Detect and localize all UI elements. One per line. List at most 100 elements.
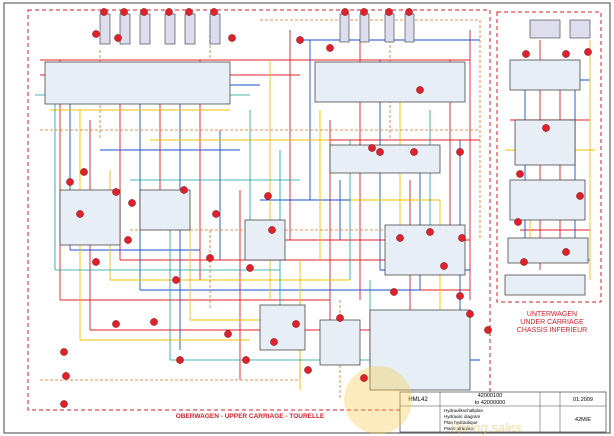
component-marker xyxy=(92,30,100,38)
component-marker xyxy=(542,124,550,132)
title-desc-1: Hydraulikschaltplan xyxy=(444,408,484,413)
component-marker xyxy=(180,186,188,194)
axle-cylinder-block xyxy=(509,179,586,221)
component-marker xyxy=(396,234,404,242)
title-serial-2: to 42000000 xyxy=(475,400,506,406)
component-marker xyxy=(326,44,334,52)
component-marker xyxy=(60,348,68,356)
component-marker xyxy=(270,338,278,346)
watermark-badge xyxy=(344,366,412,434)
component-marker xyxy=(120,8,128,16)
component-marker xyxy=(456,292,464,300)
component-marker xyxy=(114,34,122,42)
component-marker xyxy=(385,8,393,16)
component-marker xyxy=(562,248,570,256)
component-marker xyxy=(410,148,418,156)
title-date: 01.2009 xyxy=(573,397,593,403)
component-marker xyxy=(426,228,434,236)
component-marker xyxy=(212,210,220,218)
component-marker xyxy=(466,310,474,318)
upper-carriage-label: OBERWAGEN - UPPER CARRIAGE - TOURELLE xyxy=(176,413,325,420)
component-marker xyxy=(176,356,184,364)
component-marker xyxy=(376,148,384,156)
component-marker xyxy=(368,144,376,152)
component-marker xyxy=(562,50,570,58)
component-marker xyxy=(514,218,522,226)
component-marker xyxy=(80,168,88,176)
component-marker xyxy=(62,372,70,380)
component-marker xyxy=(206,254,214,262)
component-marker xyxy=(228,34,236,42)
component-marker xyxy=(224,330,232,338)
component-marker xyxy=(360,374,368,382)
outrigger-valve-block xyxy=(259,304,306,351)
component-marker xyxy=(185,8,193,16)
component-marker xyxy=(60,400,68,408)
component-marker xyxy=(100,8,108,16)
component-marker xyxy=(584,48,592,56)
pressure-filter xyxy=(139,189,191,231)
component-marker xyxy=(520,258,528,266)
tank-and-cooler xyxy=(369,309,471,391)
upper-carriage-border xyxy=(27,9,491,411)
title-serial-1: 42000100 xyxy=(478,393,502,399)
component-marker xyxy=(150,318,158,326)
component-marker xyxy=(360,8,368,16)
title-desc-4: Piano idraulico xyxy=(444,426,474,431)
undercarriage-valve-block xyxy=(507,237,589,264)
title-desc-2: Hydraulic diagram xyxy=(444,414,481,419)
component-marker xyxy=(516,170,524,178)
title-model: HML42 xyxy=(408,397,428,403)
outrigger-cylinders xyxy=(504,274,586,296)
main-control-valve-block xyxy=(44,61,231,105)
component-marker xyxy=(112,320,120,328)
component-marker xyxy=(296,36,304,44)
drawing-frame xyxy=(3,2,611,434)
component-marker xyxy=(484,326,492,334)
title-desc-3: Plan hydraulique xyxy=(444,420,478,425)
component-marker xyxy=(405,8,413,16)
component-marker xyxy=(341,8,349,16)
accumulator-block xyxy=(244,219,286,261)
title-sheet: 42M/E xyxy=(575,417,591,423)
component-marker xyxy=(172,276,180,284)
component-marker xyxy=(576,192,584,200)
title-block: HML42 42000100 to 42000000 01.2009 42M/E… xyxy=(399,391,607,433)
component-marker xyxy=(124,236,132,244)
component-marker xyxy=(242,356,250,364)
component-marker xyxy=(416,86,424,94)
component-marker xyxy=(456,148,464,156)
undercarriage-label-2: UNDER CARRIAGE xyxy=(520,319,584,326)
component-marker xyxy=(66,178,74,186)
component-marker xyxy=(165,8,173,16)
component-marker xyxy=(390,288,398,296)
boom-cylinders xyxy=(99,13,591,45)
component-marker xyxy=(304,366,312,374)
component-marker xyxy=(458,234,466,242)
component-marker xyxy=(128,199,136,207)
hydraulic-components xyxy=(44,59,589,391)
component-marker xyxy=(210,8,218,16)
component-marker xyxy=(264,192,272,200)
steering-valve-block xyxy=(319,319,361,366)
component-marker xyxy=(92,258,100,266)
pilot-valve-block xyxy=(329,144,441,174)
component-marker xyxy=(336,314,344,322)
component-marker xyxy=(440,262,448,270)
component-marker xyxy=(522,50,530,58)
travel-motor-block xyxy=(509,59,581,91)
slewing-valve-block xyxy=(314,61,466,103)
brake-valve-block xyxy=(384,224,466,276)
component-markers xyxy=(60,8,592,408)
component-marker xyxy=(112,188,120,196)
watermark-text: Spring sales xyxy=(450,420,522,435)
undercarriage-border xyxy=(496,11,602,303)
component-marker xyxy=(140,8,148,16)
undercarriage-label-1: UNTERWAGEN xyxy=(527,311,577,318)
component-marker xyxy=(292,320,300,328)
component-marker xyxy=(268,226,276,234)
undercarriage-label-3: CHASSIS INFERIEUR xyxy=(517,327,587,334)
component-marker xyxy=(246,264,254,272)
component-marker xyxy=(76,210,84,218)
